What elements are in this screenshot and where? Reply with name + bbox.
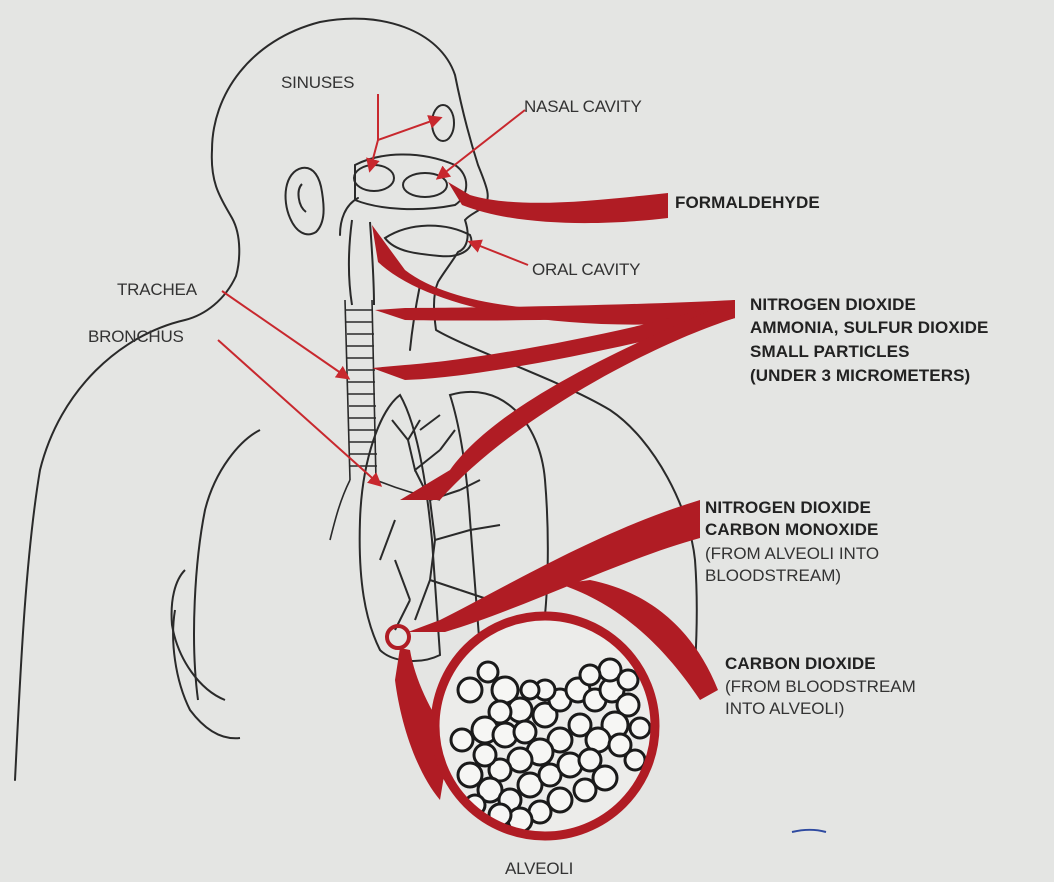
alveoli-magnified [435, 616, 655, 836]
pen-mark [792, 830, 826, 832]
label-airway-line-3: SMALL PARTICLES [750, 341, 910, 363]
label-deep-line-1: NITROGEN DIOXIDE [705, 497, 871, 519]
label-bronchus: BRONCHUS [88, 326, 184, 348]
label-deep-note-1: (FROM ALVEOLI INTO [705, 543, 879, 565]
label-airway-line-1: NITROGEN DIOXIDE [750, 294, 916, 316]
label-formaldehyde: FORMALDEHYDE [675, 192, 820, 214]
alveolus-sac [580, 665, 600, 685]
alveolus-sac [618, 670, 638, 690]
alveoli-locator [387, 626, 409, 648]
ear-outline [286, 168, 324, 235]
label-oral-cavity: ORAL CAVITY [532, 259, 640, 281]
arrow-formaldehyde [448, 182, 668, 223]
alveolus-sac [569, 714, 591, 736]
trachea [330, 300, 440, 540]
label-trachea: TRACHEA [117, 279, 197, 301]
alveolus-sac [625, 750, 645, 770]
label-deep-line-2: CARBON MONOXIDE [705, 519, 878, 541]
alveolus-sac [451, 729, 473, 751]
alveolus-sac [478, 662, 498, 682]
label-alveoli: ALVEOLI [505, 858, 573, 880]
arrow-bronchus-deep [400, 300, 735, 500]
label-deep-note-2: BLOODSTREAM) [705, 565, 841, 587]
label-airway-line-2: AMMONIA, SULFUR DIOXIDE [750, 317, 988, 339]
label-exhaled-note-1: (FROM BLOODSTREAM [725, 676, 916, 698]
label-nasal-cavity: NASAL CAVITY [524, 96, 642, 118]
alveolus-sac [574, 779, 596, 801]
alveolus-sac [521, 681, 539, 699]
label-exhaled-note-2: INTO ALVEOLI) [725, 698, 844, 720]
label-exhaled-line: CARBON DIOXIDE [725, 653, 876, 675]
label-airway-line-4: (UNDER 3 MICROMETERS) [750, 365, 970, 387]
alveolus-sac [474, 744, 496, 766]
alveolus-sac [630, 718, 650, 738]
label-sinuses: SINUSES [281, 72, 354, 94]
alveolus-sac [458, 678, 482, 702]
